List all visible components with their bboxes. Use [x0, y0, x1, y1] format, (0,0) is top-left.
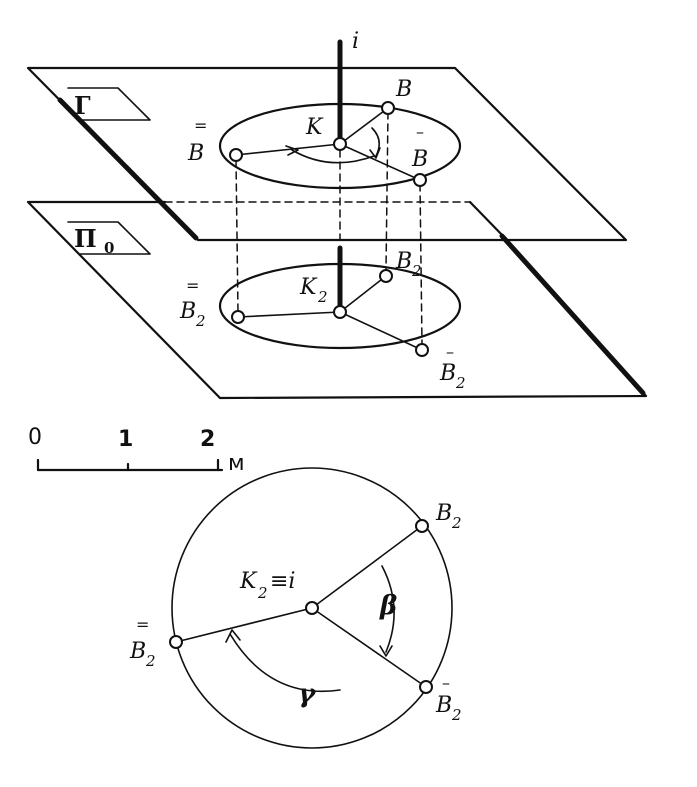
- plan-label-B2-dbar: = B 2: [129, 615, 156, 670]
- label-B-bar: – B: [411, 122, 428, 172]
- upper-circle: [218, 102, 462, 190]
- svg-text:B: B: [439, 361, 456, 386]
- plan-point-K2: [305, 601, 319, 615]
- plan-label-center: K 2 ≡i: [239, 569, 295, 602]
- svg-text:2: 2: [195, 312, 206, 330]
- plan-point-B2-bar: [419, 680, 433, 694]
- plane-gamma-label-box: Г: [67, 87, 151, 121]
- svg-text:K: K: [239, 569, 258, 594]
- svg-text:B: B: [129, 639, 146, 664]
- plane-pi0-label-box: П 0: [67, 221, 151, 257]
- svg-text:=: =: [194, 116, 207, 135]
- plane-pi-subscript: 0: [104, 239, 114, 257]
- label-B: B: [395, 77, 412, 102]
- svg-text:=: =: [186, 276, 199, 295]
- svg-text:2: 2: [411, 262, 422, 280]
- scale-tick-0: 0: [28, 425, 42, 450]
- svg-text:2: 2: [451, 514, 462, 532]
- point-K: [333, 137, 347, 151]
- svg-text:B: B: [179, 299, 196, 324]
- label-K2: K 2: [299, 275, 328, 306]
- axis-i: i: [337, 29, 359, 311]
- label-B-dbar: = B: [187, 116, 207, 166]
- svg-text:2: 2: [257, 584, 268, 602]
- plane-gamma-label: Г: [74, 91, 91, 120]
- svg-text:B: B: [435, 693, 452, 718]
- svg-text:B: B: [435, 501, 452, 526]
- angle-gamma-label: γ: [298, 679, 317, 709]
- svg-text:B: B: [187, 141, 204, 166]
- plan-label-B2: B 2: [435, 501, 462, 532]
- plane-pi-label: П: [74, 224, 97, 253]
- axis-i-label: i: [352, 29, 359, 54]
- svg-text:B: B: [411, 147, 428, 172]
- angle-beta-label: β: [379, 591, 397, 621]
- svg-text:2: 2: [145, 652, 156, 670]
- scale-tick-2: 2: [200, 427, 215, 452]
- projection-lines: [235, 111, 423, 345]
- plan-view: K 2 ≡i B 2 – B 2 = B 2 β γ: [129, 467, 462, 749]
- point-B-bar: [413, 173, 427, 187]
- svg-text:–: –: [416, 122, 424, 141]
- point-B2-bar: [415, 343, 429, 357]
- svg-text:–: –: [446, 342, 454, 361]
- svg-text:K: K: [299, 275, 318, 300]
- plane-pi0: [26, 200, 648, 400]
- scale-tick-1: 1: [118, 427, 133, 452]
- point-B: [381, 101, 395, 115]
- svg-text:–: –: [442, 673, 450, 692]
- svg-text:2: 2: [455, 374, 466, 392]
- label-B2: B 2: [395, 249, 422, 280]
- plane-gamma: [26, 66, 628, 242]
- scale-unit: м: [228, 451, 245, 476]
- label-K: K: [305, 115, 324, 140]
- scale-bar: 0 1 2 м: [28, 425, 245, 476]
- point-K2: [333, 305, 347, 319]
- point-B2: [379, 269, 393, 283]
- point-B2-dbar: [231, 310, 245, 324]
- svg-text:2: 2: [451, 706, 462, 724]
- plan-label-B2-bar: – B 2: [435, 673, 462, 724]
- svg-text:≡i: ≡i: [270, 569, 295, 594]
- point-B-dbar: [229, 148, 243, 162]
- svg-text:2: 2: [317, 288, 328, 306]
- plan-point-B2: [415, 519, 429, 533]
- svg-text:=: =: [136, 615, 149, 634]
- plan-point-B2-dbar: [169, 635, 183, 649]
- lower-circle: [218, 262, 462, 351]
- label-B2-dbar: = B 2: [179, 276, 206, 330]
- svg-text:B: B: [395, 249, 412, 274]
- label-B2-bar: – B 2: [439, 342, 466, 392]
